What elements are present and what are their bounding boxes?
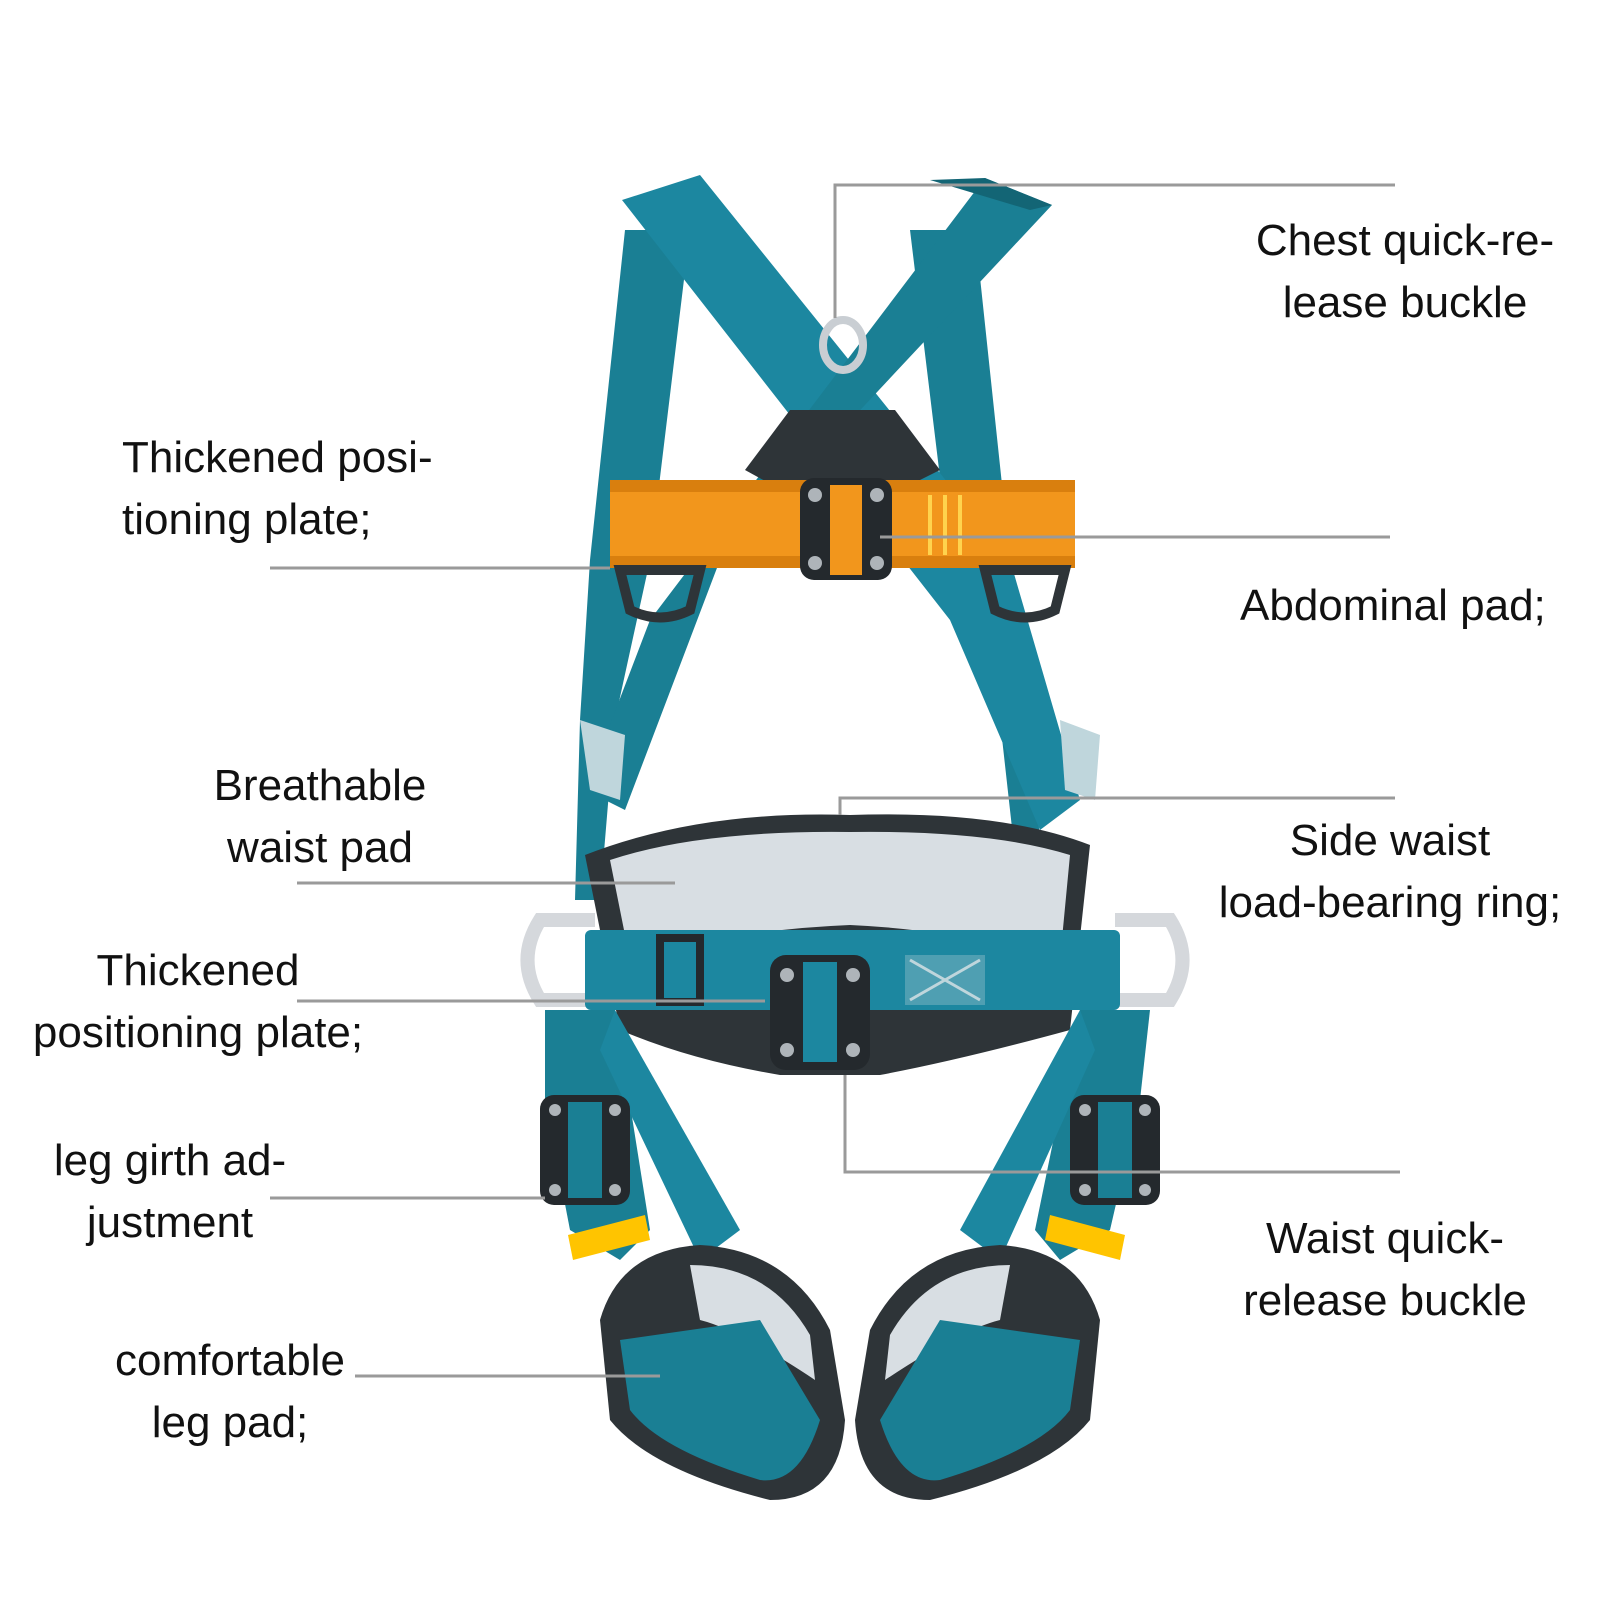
shoulder-strap-right-to-left (585, 178, 1052, 810)
label-thickened-positioning-plate-top: Thickened posi- tioning plate; (122, 427, 433, 551)
label-breathable-waist-pad: Breathable waist pad (185, 755, 455, 879)
leader-lines (270, 183, 1400, 1378)
yellow-band-right (1045, 1215, 1125, 1260)
label-text: Side waist (1289, 816, 1491, 865)
label-chest-quick-release-buckle: Chest quick-re- lease buckle (1225, 210, 1585, 334)
side-waist-ring-left (520, 913, 595, 1007)
shoulder-strap-left-to-right (622, 175, 1080, 830)
label-text: release buckle (1243, 1276, 1527, 1325)
leader-waist-buckle (843, 1075, 1400, 1174)
label-text: load-bearing ring; (1218, 878, 1562, 927)
label-text: Abdominal pad; (1240, 581, 1546, 630)
label-text: positioning plate; (32, 1008, 364, 1057)
dorsal-ring (819, 316, 867, 374)
label-text: comfortable (115, 1336, 345, 1385)
label-text: lease buckle (1282, 278, 1528, 327)
label-thickened-positioning-plate-bottom: Thickened positioning plate; (8, 940, 388, 1064)
label-waist-quick-release-buckle: Waist quick- release buckle (1215, 1208, 1555, 1332)
label-text: tioning plate; (122, 495, 372, 544)
chest-d-ring-right (978, 565, 1072, 623)
label-text: Breathable (213, 761, 427, 810)
label-text: waist pad (227, 823, 413, 872)
label-text: justment (86, 1198, 254, 1247)
label-text: Thickened (96, 946, 300, 995)
yellow-band-left (568, 1215, 650, 1260)
label-text: Thickened posi- (122, 433, 433, 482)
label-abdominal-pad: Abdominal pad; (1240, 575, 1546, 637)
leader-side-waist-ring (838, 796, 1395, 815)
label-text: leg pad; (151, 1398, 309, 1447)
label-comfortable-leg-pad: comfortable leg pad; (95, 1330, 365, 1454)
label-text: Chest quick-re- (1255, 216, 1555, 265)
label-leg-girth-adjustment: leg girth ad- justment (30, 1130, 310, 1254)
waist-pad-mesh (610, 831, 1070, 960)
chest-strap-stitching (928, 495, 962, 555)
back-positioning-plate (745, 410, 940, 500)
label-text: Waist quick- (1266, 1214, 1504, 1263)
side-waist-ring-right (1115, 913, 1190, 1007)
leader-chest-buckle (833, 183, 1395, 318)
harness-drawing (520, 175, 1190, 1500)
chest-d-ring-left (613, 565, 707, 623)
label-text: leg girth ad- (53, 1136, 287, 1185)
label-side-waist-load-bearing-ring: Side waist load-bearing ring; (1190, 810, 1590, 934)
